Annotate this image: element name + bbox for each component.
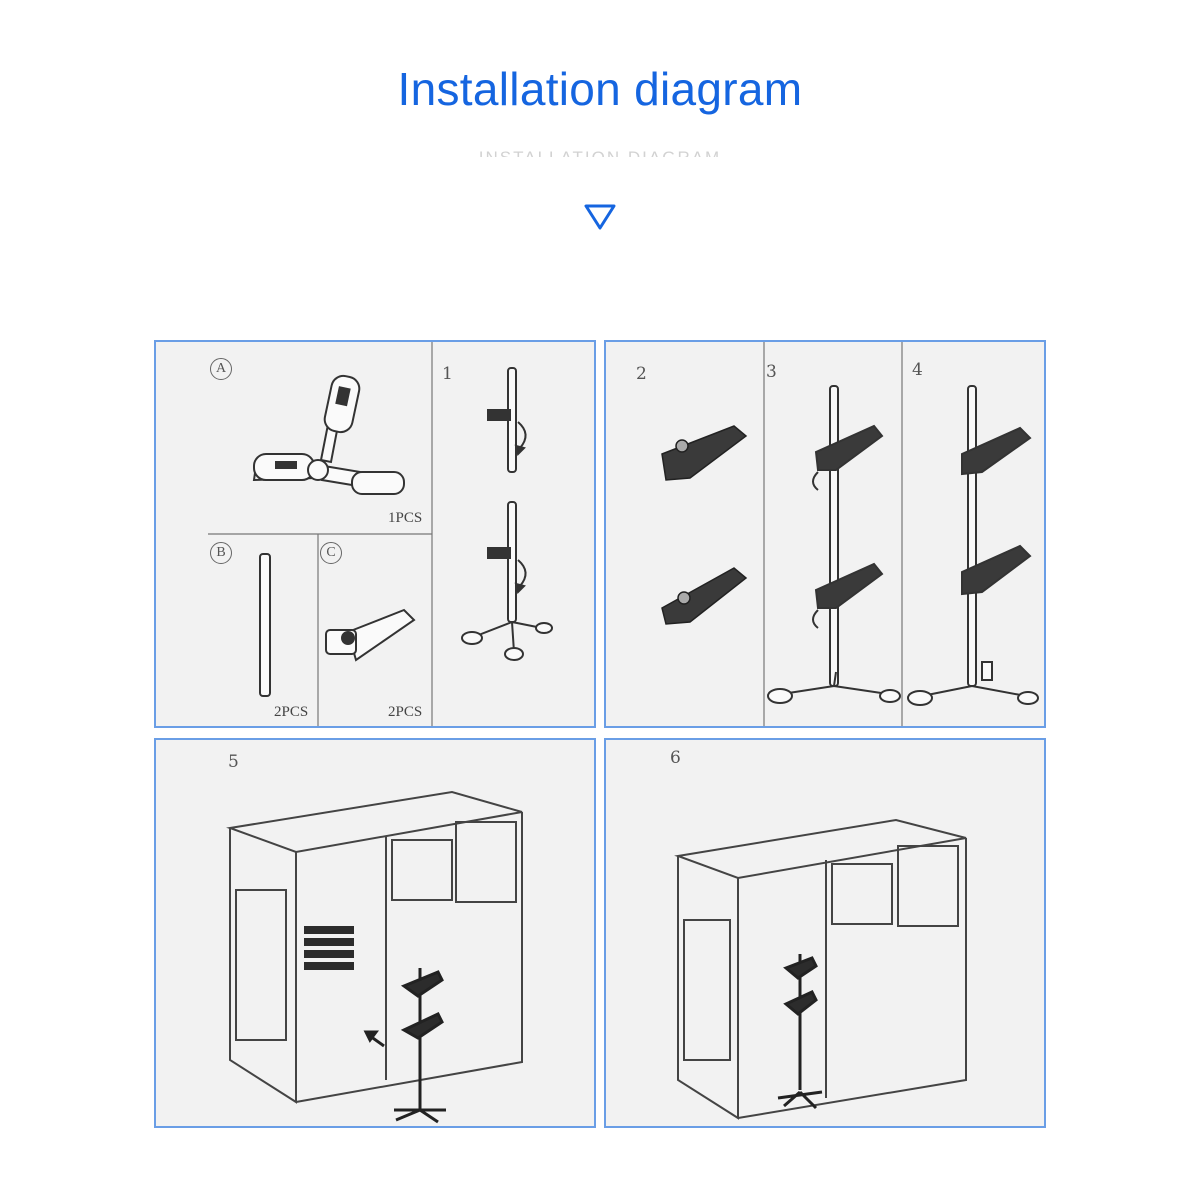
down-triangle-icon bbox=[584, 204, 616, 230]
step-1-illustration bbox=[461, 367, 553, 661]
step-3-label: 3 bbox=[766, 362, 777, 382]
page-subtitle: INSTALLATION DIAGRAM bbox=[0, 145, 1200, 157]
installed-stand-illustration bbox=[777, 954, 823, 1110]
step-1-label: 1 bbox=[442, 364, 453, 384]
part-b-quantity: 2PCS bbox=[274, 704, 309, 720]
tripod-base-part bbox=[252, 374, 405, 495]
step-5-label: 5 bbox=[228, 752, 239, 772]
step-5-panel: 5 bbox=[154, 738, 596, 1128]
graphics-card-shapes bbox=[304, 926, 354, 970]
case-step-6-illustration bbox=[674, 818, 967, 1120]
assembly-steps-panel: 2 3 4 bbox=[604, 340, 1046, 728]
parts-panel: A 1PCS B 2PCS C 2PCS 1 bbox=[154, 340, 596, 728]
parts-illustration bbox=[208, 342, 553, 726]
bracket-part bbox=[325, 608, 416, 662]
case-step-5-illustration bbox=[226, 790, 523, 1124]
part-b-label: B bbox=[210, 542, 232, 564]
step-4-label: 4 bbox=[912, 360, 923, 380]
part-c-label: C bbox=[320, 542, 342, 564]
stand-illustration bbox=[363, 968, 446, 1124]
assembly-illustration bbox=[661, 342, 1039, 726]
step-2-illustration bbox=[661, 425, 748, 625]
page-title: Installation diagram bbox=[397, 63, 803, 115]
support-rod-part bbox=[259, 553, 271, 697]
step-6-panel: 6 bbox=[604, 738, 1046, 1128]
step-2-label: 2 bbox=[636, 364, 647, 384]
step-6-label: 6 bbox=[670, 748, 681, 768]
step-4-illustration bbox=[907, 385, 1039, 706]
step-3-illustration bbox=[767, 385, 901, 704]
part-a-label: A bbox=[210, 358, 232, 380]
part-a-quantity: 1PCS bbox=[388, 510, 423, 526]
part-c-quantity: 2PCS bbox=[388, 704, 423, 720]
